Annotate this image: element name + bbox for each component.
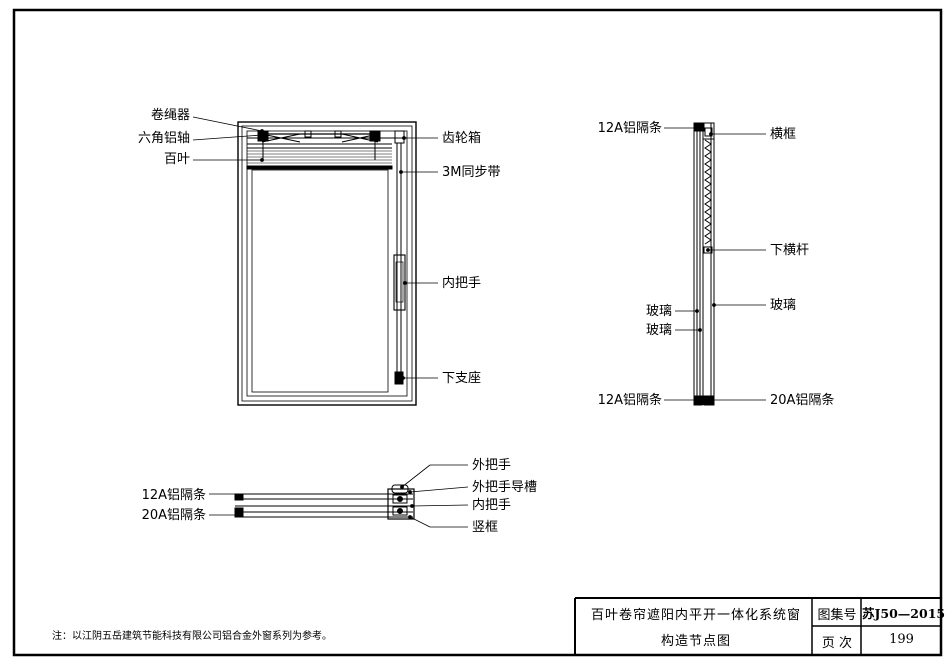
footnote: 注：以江阴五岳建筑节能科技有限公司铝合金外窗系列为参考。: [52, 631, 332, 642]
label-transom: 横框: [770, 127, 797, 142]
label-mullion: 竖框: [472, 520, 499, 535]
title-line-1: 百叶卷帘遮阳内平开一体化系统窗: [590, 608, 801, 623]
page-number: 199: [889, 632, 914, 647]
front-elevation: [237, 121, 417, 406]
label-glass-left-2: 玻璃: [645, 323, 672, 338]
label-glass-left-1: 玻璃: [645, 304, 672, 319]
title-line-2: 构造节点图: [660, 634, 731, 649]
atlas-number: 苏J50—2015: [862, 606, 946, 621]
label-plan-inner-handle: 内把手: [472, 498, 512, 513]
title-block-frame: [574, 597, 941, 655]
label-inner-handle: 内把手: [442, 276, 482, 291]
label-lower-support: 下支座: [442, 371, 482, 386]
atlas-label: 图集号: [817, 608, 857, 623]
label-hex-shaft: 六角铝轴: [137, 131, 190, 146]
label-plan-spacer-20a: 20A铝隔条: [141, 508, 206, 523]
label-gear-box: 齿轮箱: [442, 131, 482, 146]
plan-section: [234, 484, 415, 520]
sheet-border: [12, 8, 943, 657]
label-spacer-bottom-left: 12A铝隔条: [597, 393, 662, 408]
label-sync-belt: 3M同步带: [442, 165, 501, 180]
label-plan-spacer-12a: 12A铝隔条: [141, 488, 206, 503]
label-outer-handle-slot: 外把手导槽: [472, 480, 538, 495]
vertical-section: [693, 122, 715, 406]
label-spacer-top-left: 12A铝隔条: [597, 121, 662, 136]
label-louver: 百叶: [163, 152, 190, 167]
section-leaders: [664, 127, 766, 401]
label-outer-handle: 外把手: [472, 458, 512, 473]
label-spacer-bottom-right: 20A铝隔条: [770, 393, 835, 408]
plan-leaders: [209, 464, 469, 528]
label-bottom-bar: 下横杆: [770, 243, 810, 258]
label-glass-right: 玻璃: [770, 298, 797, 313]
front-leaders: [192, 116, 438, 380]
label-rope-winder: 卷绳器: [150, 108, 190, 123]
page-label: 页 次: [821, 636, 853, 651]
